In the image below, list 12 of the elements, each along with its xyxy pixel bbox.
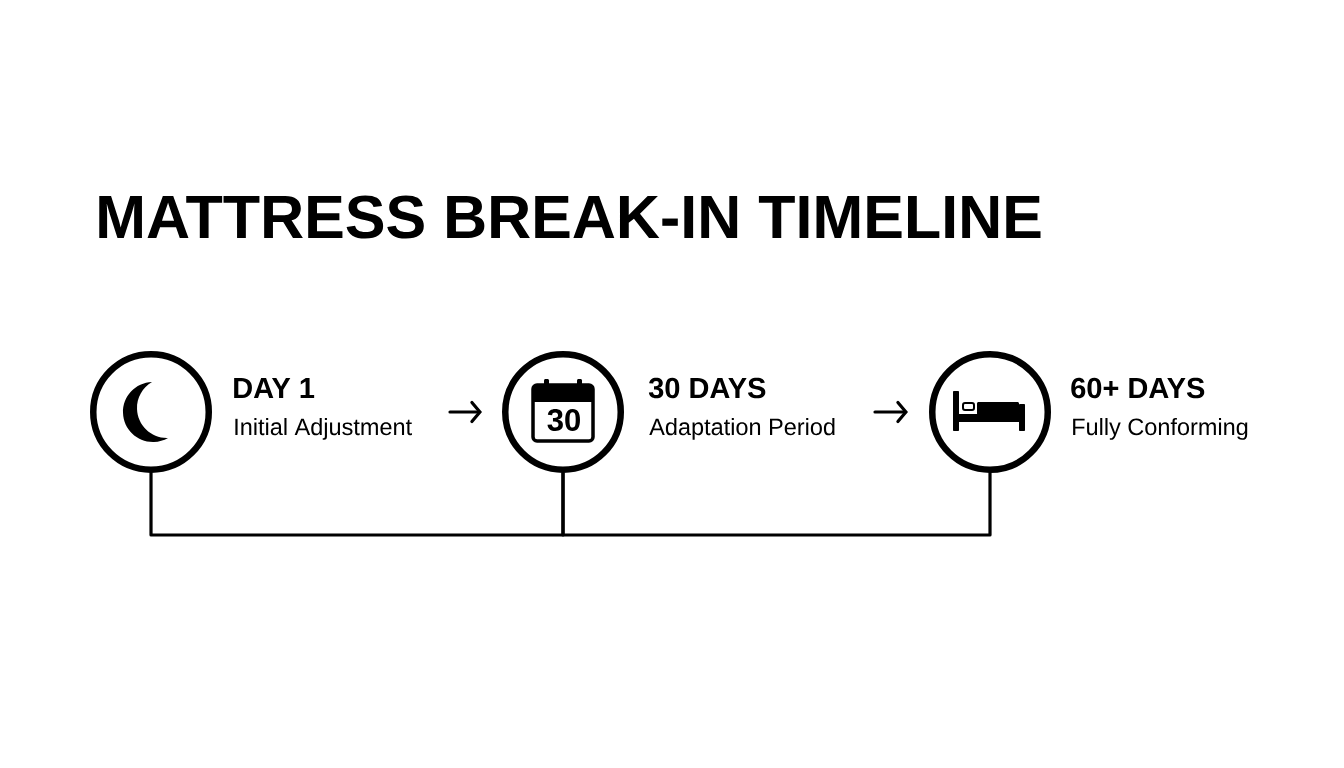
- stage-heading: DAY 1: [234, 378, 315, 398]
- stage-description: Initial Adjustment: [235, 417, 412, 440]
- connector-line: [561, 471, 992, 537]
- stage-heading: 30 DAYS: [648, 377, 766, 399]
- title: MATTRESS BREAK-IN TIMELINE: [99, 195, 1041, 239]
- stage-description: Adaptation Period: [649, 417, 835, 440]
- arrow: [873, 400, 908, 424]
- arrow: [448, 400, 482, 424]
- calendar-date: 30: [547, 409, 580, 431]
- stage-heading: 60+ DAYS: [1071, 377, 1205, 399]
- connector-line: [149, 471, 565, 537]
- stage-description: Fully Conforming: [1073, 417, 1248, 440]
